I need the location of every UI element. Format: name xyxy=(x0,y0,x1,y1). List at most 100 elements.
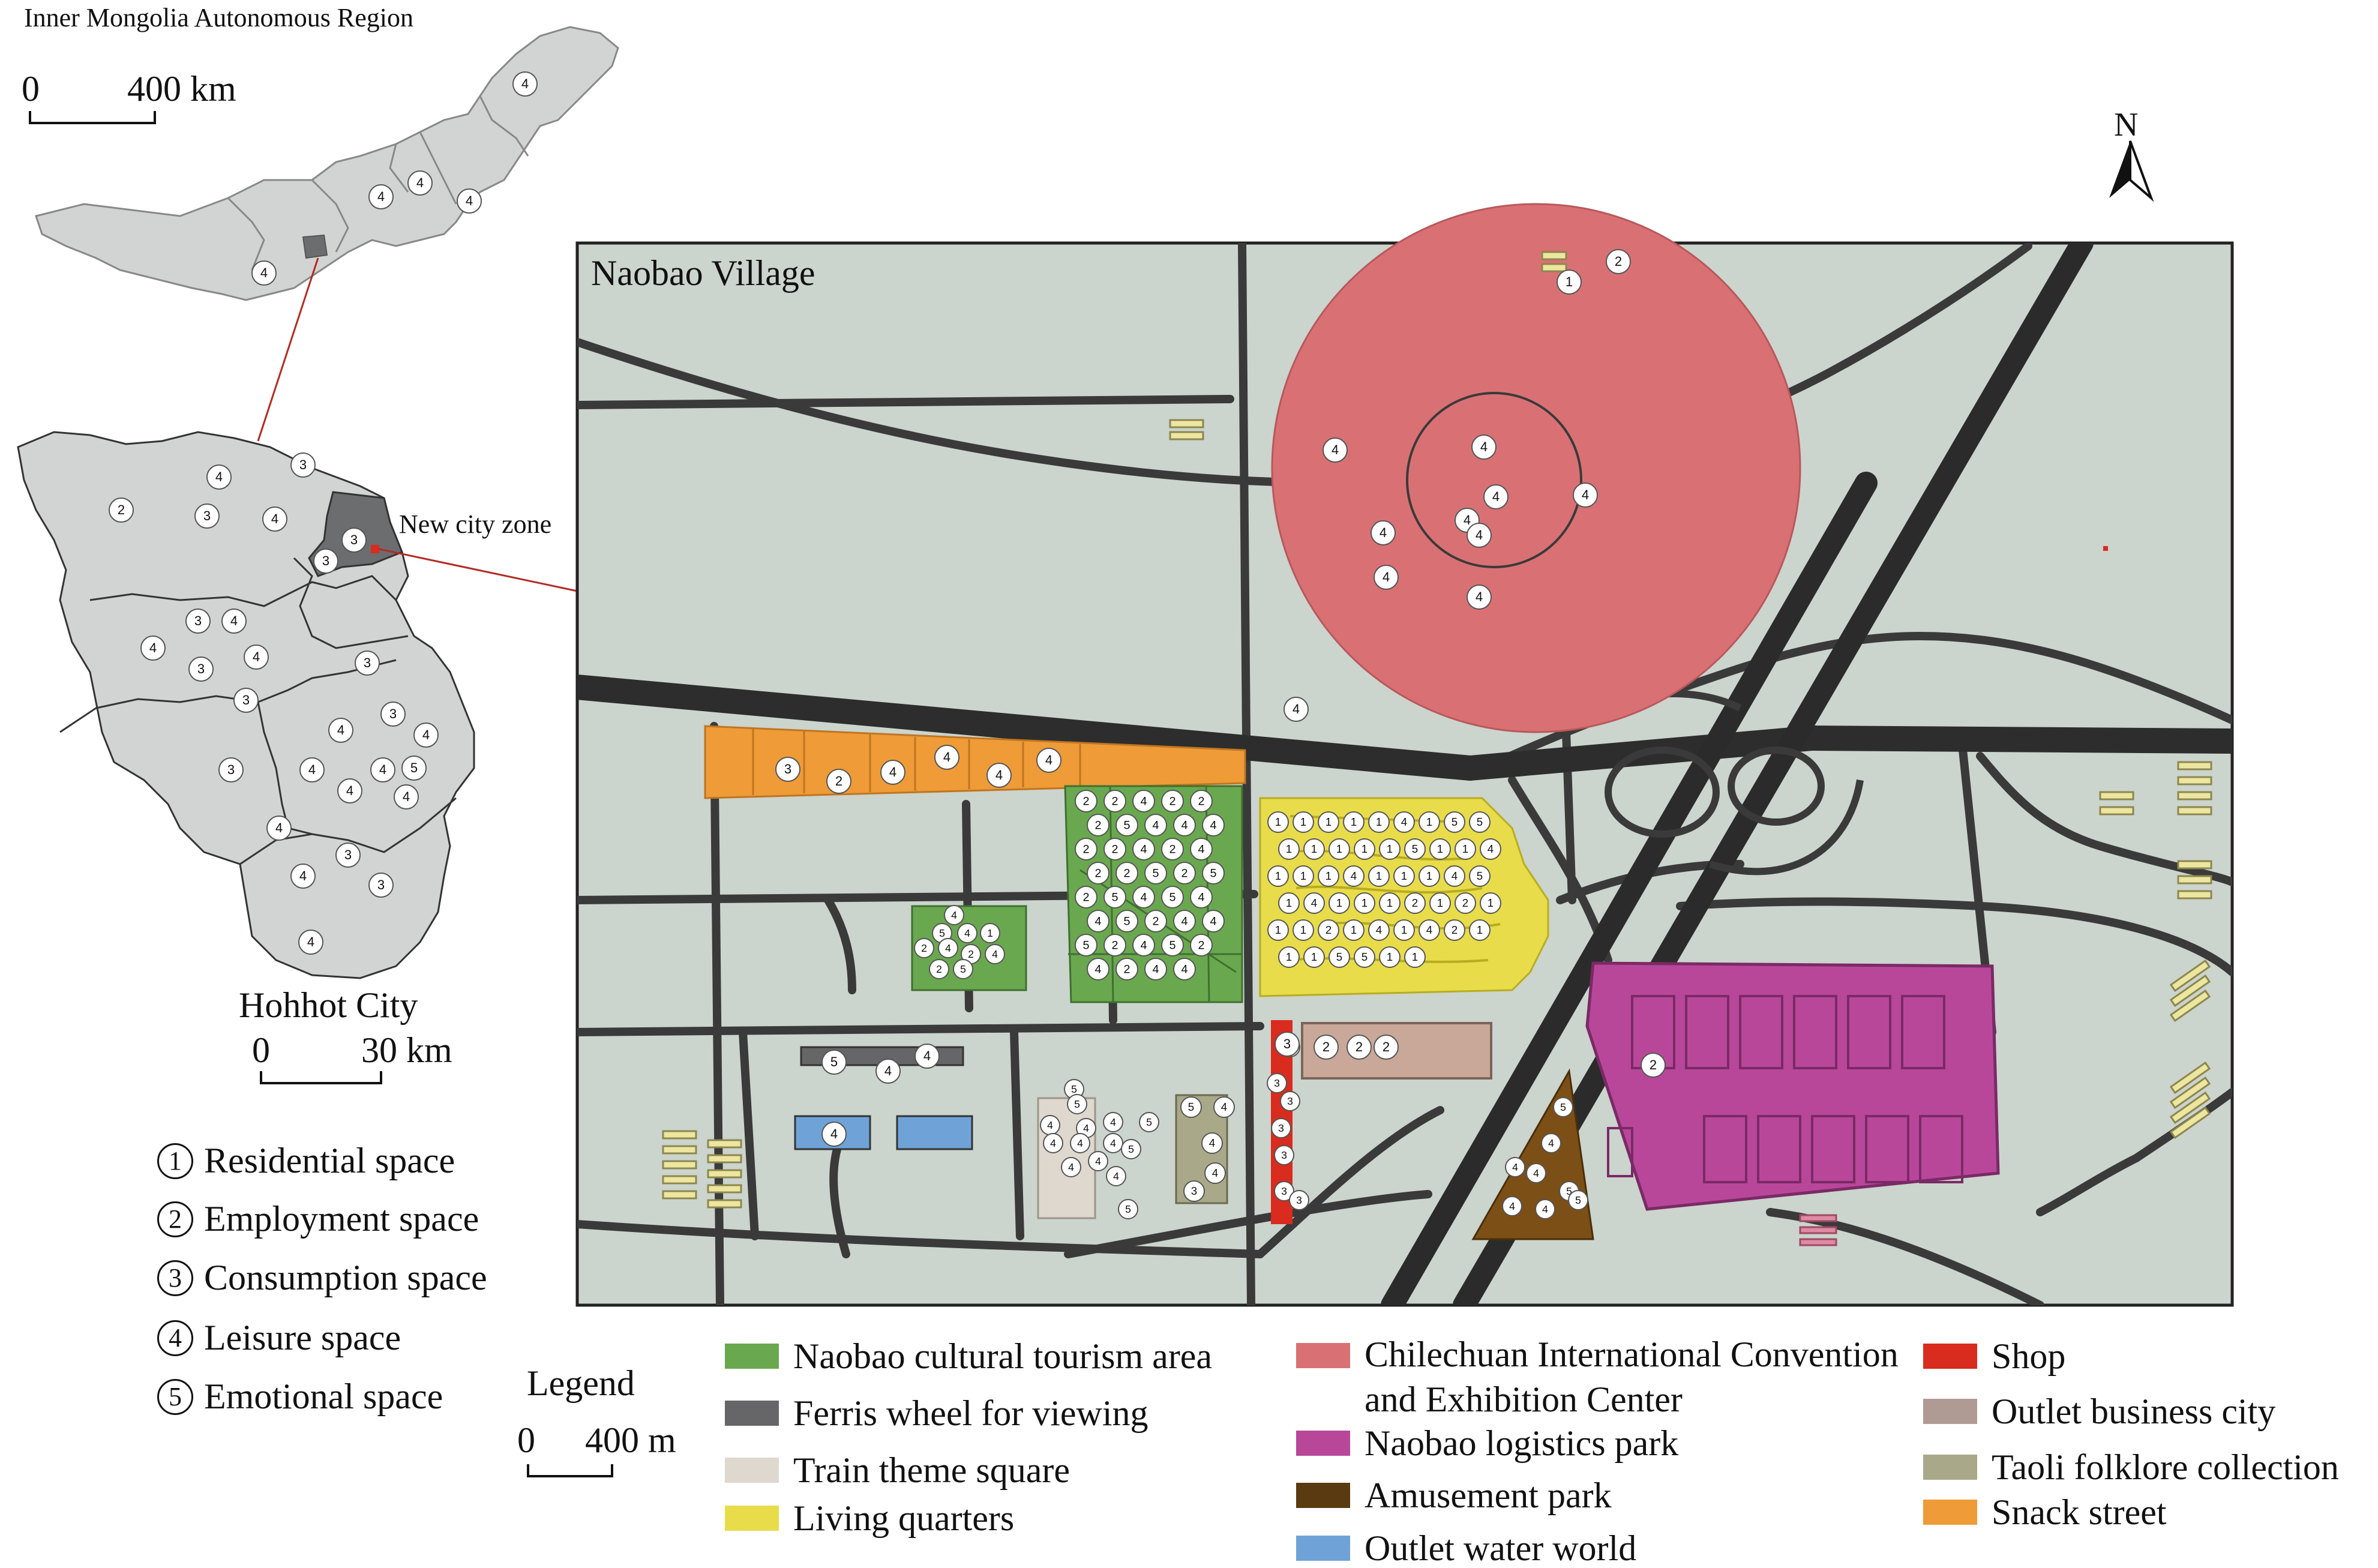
shop-marker: 3 xyxy=(1271,1118,1291,1138)
hohhot-marker: 3 xyxy=(194,503,220,529)
logistics-marker: 2 xyxy=(1641,1053,1666,1078)
living-marker: 1 xyxy=(1419,865,1440,887)
cultural-marker: 2 xyxy=(1087,862,1109,885)
svg-text:2: 2 xyxy=(1152,915,1159,928)
svg-text:1: 1 xyxy=(1275,924,1281,936)
svg-text:4: 4 xyxy=(1582,487,1589,502)
green-marker: 4 xyxy=(985,944,1005,964)
cultural-marker: 2 xyxy=(1075,886,1097,909)
green-marker: 4 xyxy=(938,938,958,958)
svg-text:2: 2 xyxy=(1181,867,1187,880)
snack-marker: 4 xyxy=(880,760,905,785)
svg-text:4: 4 xyxy=(253,649,260,664)
svg-text:4: 4 xyxy=(1198,843,1204,856)
svg-text:3: 3 xyxy=(1284,1036,1291,1051)
svg-text:2: 2 xyxy=(1326,924,1332,936)
snack-marker: 4 xyxy=(934,745,959,770)
legend-item-water-world: Outlet water world xyxy=(1296,1530,1636,1566)
svg-text:3: 3 xyxy=(377,877,385,892)
living-marker: 1 xyxy=(1267,865,1289,887)
living-marker: 4 xyxy=(1444,865,1465,887)
svg-text:3: 3 xyxy=(1191,1185,1197,1197)
living-marker: 1 xyxy=(1318,811,1339,833)
legend-label: Naobao logistics park xyxy=(1365,1423,1679,1463)
svg-text:4: 4 xyxy=(422,727,430,742)
svg-text:4: 4 xyxy=(1095,1155,1101,1167)
north-label: N xyxy=(2114,106,2139,143)
svg-text:4: 4 xyxy=(1181,819,1187,832)
cultural-marker: 4 xyxy=(1087,958,1109,981)
svg-text:4: 4 xyxy=(1380,525,1387,540)
legend-swatch xyxy=(725,1344,779,1369)
svg-text:1: 1 xyxy=(1412,951,1418,963)
svg-text:3: 3 xyxy=(1296,1194,1302,1206)
living-marker: 1 xyxy=(1379,892,1401,914)
svg-text:4: 4 xyxy=(1140,939,1147,952)
legend-label: Chilechuan International Convention and … xyxy=(1365,1335,1899,1419)
outlet-marker: 2 xyxy=(1347,1035,1372,1060)
living-marker: 5 xyxy=(1329,946,1350,968)
hohhot-marker: 3 xyxy=(313,548,338,574)
outlet-marker: 2 xyxy=(1374,1035,1399,1060)
outlet-marker: 3 xyxy=(1275,1032,1300,1057)
svg-text:5: 5 xyxy=(1111,891,1118,904)
amusement-marker: 4 xyxy=(1541,1133,1561,1153)
svg-text:4: 4 xyxy=(260,265,268,280)
svg-text:1: 1 xyxy=(1362,897,1368,909)
svg-text:4: 4 xyxy=(1068,1161,1074,1173)
hohhot-marker: 3 xyxy=(335,843,361,868)
svg-text:2: 2 xyxy=(1615,254,1622,269)
amusement-marker: 4 xyxy=(1505,1157,1525,1177)
svg-text:5: 5 xyxy=(1169,939,1175,952)
svg-text:4: 4 xyxy=(1181,915,1187,928)
convention-inner-ring xyxy=(1406,392,1582,568)
svg-text:4: 4 xyxy=(377,189,385,204)
svg-text:3: 3 xyxy=(197,661,205,676)
cultural-marker: 4 xyxy=(1202,910,1225,933)
cultural-marker: 5 xyxy=(1103,886,1126,909)
svg-text:1: 1 xyxy=(1387,951,1393,963)
main-map xyxy=(575,203,2234,1307)
svg-text:4: 4 xyxy=(943,749,950,764)
legend-swatch xyxy=(725,1458,779,1483)
cultural-marker: 4 xyxy=(1144,814,1167,837)
cultural-marker: 5 xyxy=(1161,886,1184,909)
svg-text:4: 4 xyxy=(521,76,529,91)
svg-text:4: 4 xyxy=(1426,924,1432,936)
legend-label: Shop xyxy=(1992,1336,2066,1376)
svg-text:4: 4 xyxy=(337,722,344,737)
svg-text:4: 4 xyxy=(1492,489,1500,504)
shop-marker: 3 xyxy=(1289,1190,1309,1210)
cultural-marker: 5 xyxy=(1075,934,1097,957)
svg-text:2: 2 xyxy=(968,948,974,960)
svg-text:2: 2 xyxy=(1356,1039,1363,1054)
living-marker: 1 xyxy=(1267,919,1289,941)
cultural-marker: 4 xyxy=(1144,958,1167,981)
svg-text:4: 4 xyxy=(1293,701,1300,716)
hohhot-marker: 3 xyxy=(355,650,380,676)
green-marker: 5 xyxy=(932,923,952,943)
svg-text:4: 4 xyxy=(992,948,998,960)
convention-marker: 4 xyxy=(1573,482,1598,508)
living-marker: 1 xyxy=(1368,865,1390,887)
main-map-title: Naobao Village xyxy=(591,253,815,293)
svg-text:4: 4 xyxy=(945,942,951,954)
legend-item-amusement-park: Amusement park xyxy=(1296,1477,1612,1513)
legend-label: Taoli folklore collection xyxy=(1992,1447,2339,1487)
category-label: Consumption space xyxy=(204,1258,487,1297)
svg-text:3: 3 xyxy=(1281,1149,1287,1161)
legend-item-convention-center: Chilechuan International Convention and … xyxy=(1296,1335,1929,1422)
svg-text:2: 2 xyxy=(1452,924,1458,936)
svg-text:5: 5 xyxy=(1082,939,1089,952)
inset-region-title: Inner Mongolia Autonomous Region xyxy=(24,3,413,32)
taoli-marker: 4 xyxy=(1201,1132,1223,1154)
legend-swatch xyxy=(725,1401,779,1426)
svg-text:4: 4 xyxy=(1401,816,1407,828)
living-marker: 4 xyxy=(1480,838,1501,860)
legend-item-logistics-park: Naobao logistics park xyxy=(1296,1425,1678,1461)
living-marker: 1 xyxy=(1393,865,1415,887)
svg-text:4: 4 xyxy=(403,789,410,804)
svg-text:1: 1 xyxy=(1387,897,1393,909)
svg-text:1: 1 xyxy=(1275,816,1281,828)
living-marker: 1 xyxy=(1404,946,1426,968)
